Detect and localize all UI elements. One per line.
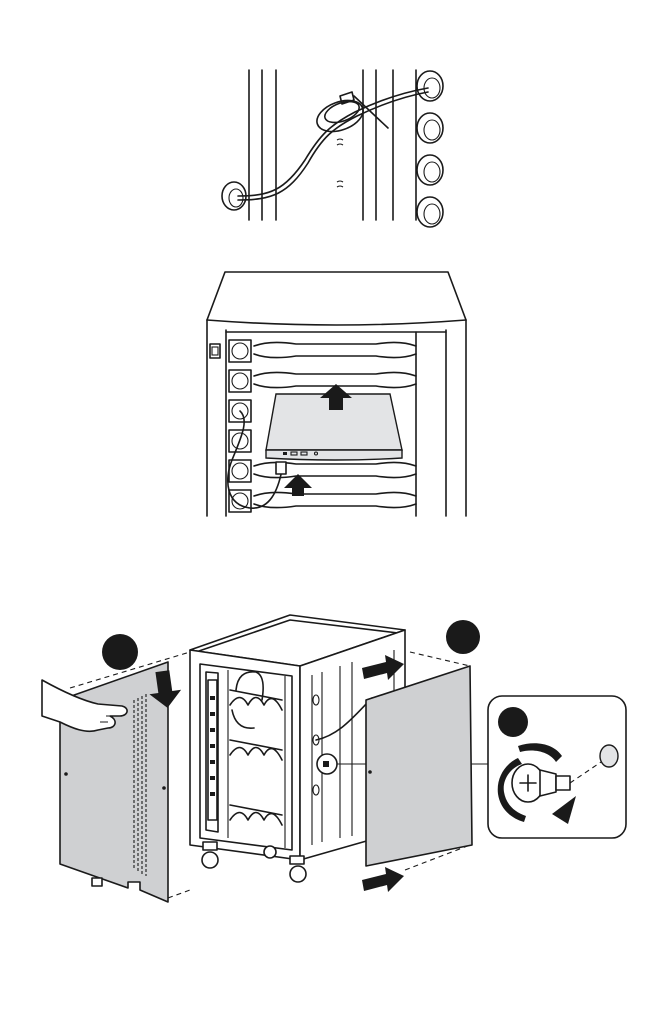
grommet-icon — [417, 71, 443, 227]
laptop-insert-figure — [207, 272, 466, 516]
step-marker-1 — [102, 634, 138, 670]
right-side-panel — [366, 666, 472, 866]
cable-routing-figure — [222, 70, 443, 227]
step-marker-3 — [498, 707, 528, 737]
panel-assembly-figure — [42, 615, 626, 902]
outlet-icon — [229, 340, 251, 512]
step-marker-2 — [446, 620, 480, 654]
